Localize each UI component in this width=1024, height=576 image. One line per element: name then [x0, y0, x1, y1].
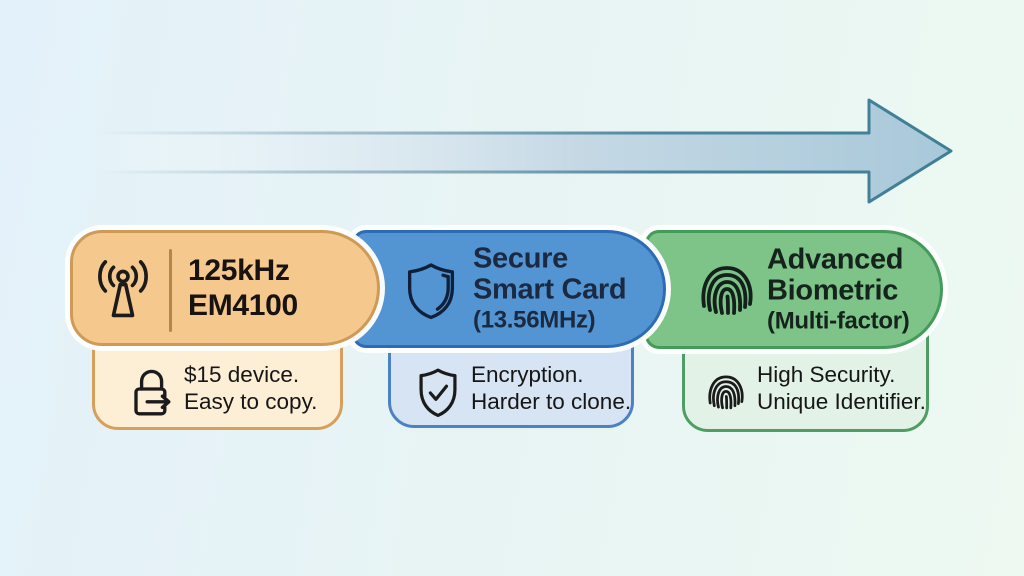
- fingerprint-icon: [704, 367, 748, 417]
- note-line: $15 device.: [184, 362, 300, 387]
- note-text-smart-card: Encryption. Harder to clone.: [471, 361, 631, 415]
- note-line: Encryption.: [471, 362, 584, 387]
- note-line: Easy to copy.: [184, 389, 318, 414]
- stage-title-125khz: 125kHz EM4100: [188, 253, 298, 323]
- note-text-biometric: High Security. Unique Identifier.: [757, 361, 926, 415]
- stage-title-biometric: Advanced Biometric (Multi-factor): [767, 243, 910, 335]
- subtitle-line: (Multi-factor): [767, 307, 910, 334]
- note-line: Unique Identifier.: [757, 389, 926, 414]
- rfid-antenna-icon: [94, 257, 152, 323]
- note-line: High Security.: [757, 362, 896, 387]
- arrow-shape: [93, 98, 953, 204]
- note-line: Harder to clone.: [471, 389, 632, 414]
- title-line: 125kHz: [188, 254, 290, 287]
- fingerprint-icon: [695, 258, 759, 322]
- title-line: EM4100: [188, 289, 298, 322]
- stage-title-smart-card: Secure Smart Card (13.56MHz): [473, 242, 627, 335]
- title-line: Advanced: [767, 243, 904, 275]
- title-line: Biometric: [767, 274, 899, 306]
- subtitle-line: (13.56MHz): [473, 306, 596, 334]
- stage-card-125khz: 125kHz EM4100: [70, 230, 380, 346]
- lock-bypass-icon: [128, 366, 176, 420]
- divider-line: [169, 249, 172, 332]
- stage-card-biometric: Advanced Biometric (Multi-factor): [645, 230, 943, 349]
- title-line: Secure: [473, 242, 568, 275]
- shield-check-icon: [416, 367, 460, 419]
- shield-icon: [405, 258, 457, 324]
- note-text-125khz: $15 device. Easy to copy.: [184, 361, 317, 415]
- stage-card-smart-card: Secure Smart Card (13.56MHz): [352, 230, 666, 348]
- title-line: Smart Card: [473, 273, 627, 306]
